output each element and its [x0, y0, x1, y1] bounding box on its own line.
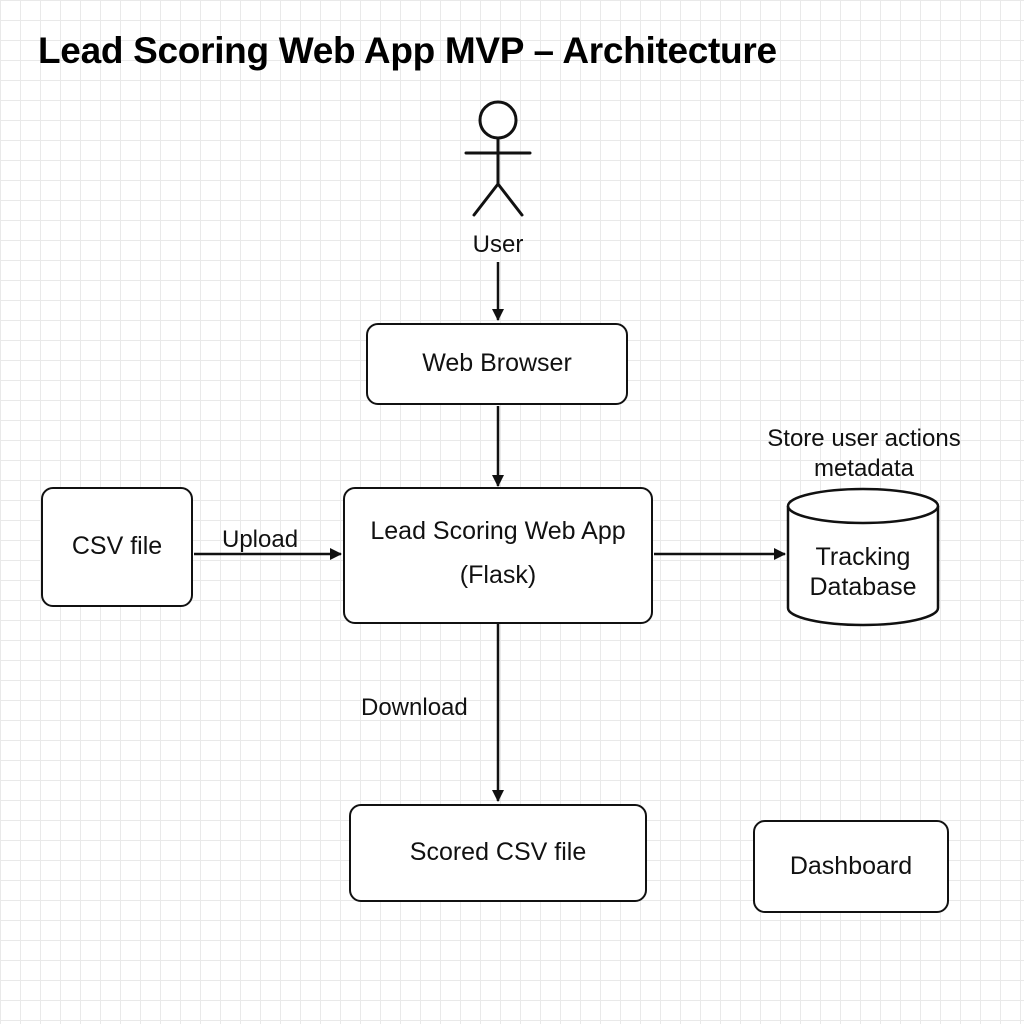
- web-browser-node: Web Browser: [366, 323, 628, 405]
- tracking-database-node: Tracking Database: [788, 542, 938, 602]
- web-app-framework: (Flask): [459, 560, 537, 589]
- tracking-database-line1: Tracking: [815, 543, 911, 571]
- dashboard-node: Dashboard: [753, 820, 949, 913]
- edge-label-download: Download: [361, 694, 468, 721]
- actor-label-user: User: [472, 231, 524, 258]
- database-cylinder-shape: [786, 487, 940, 627]
- edge-label-upload: Upload: [222, 526, 299, 553]
- store-label-line1: Store user actions: [767, 425, 961, 452]
- lead-scoring-web-app-node: Lead Scoring Web App (Flask): [343, 487, 653, 624]
- store-label-line2: metadata: [813, 455, 915, 482]
- tracking-database-line2: Database: [809, 573, 917, 601]
- scored-csv-file-node: Scored CSV file: [349, 804, 647, 902]
- user-actor-icon: [464, 100, 532, 217]
- csv-file-node: CSV file: [41, 487, 193, 607]
- edge-label-store-metadata: Store user actions metadata: [754, 424, 974, 484]
- web-app-name: Lead Scoring Web App: [370, 517, 626, 545]
- diagram-title: Lead Scoring Web App MVP – Architecture: [38, 30, 777, 71]
